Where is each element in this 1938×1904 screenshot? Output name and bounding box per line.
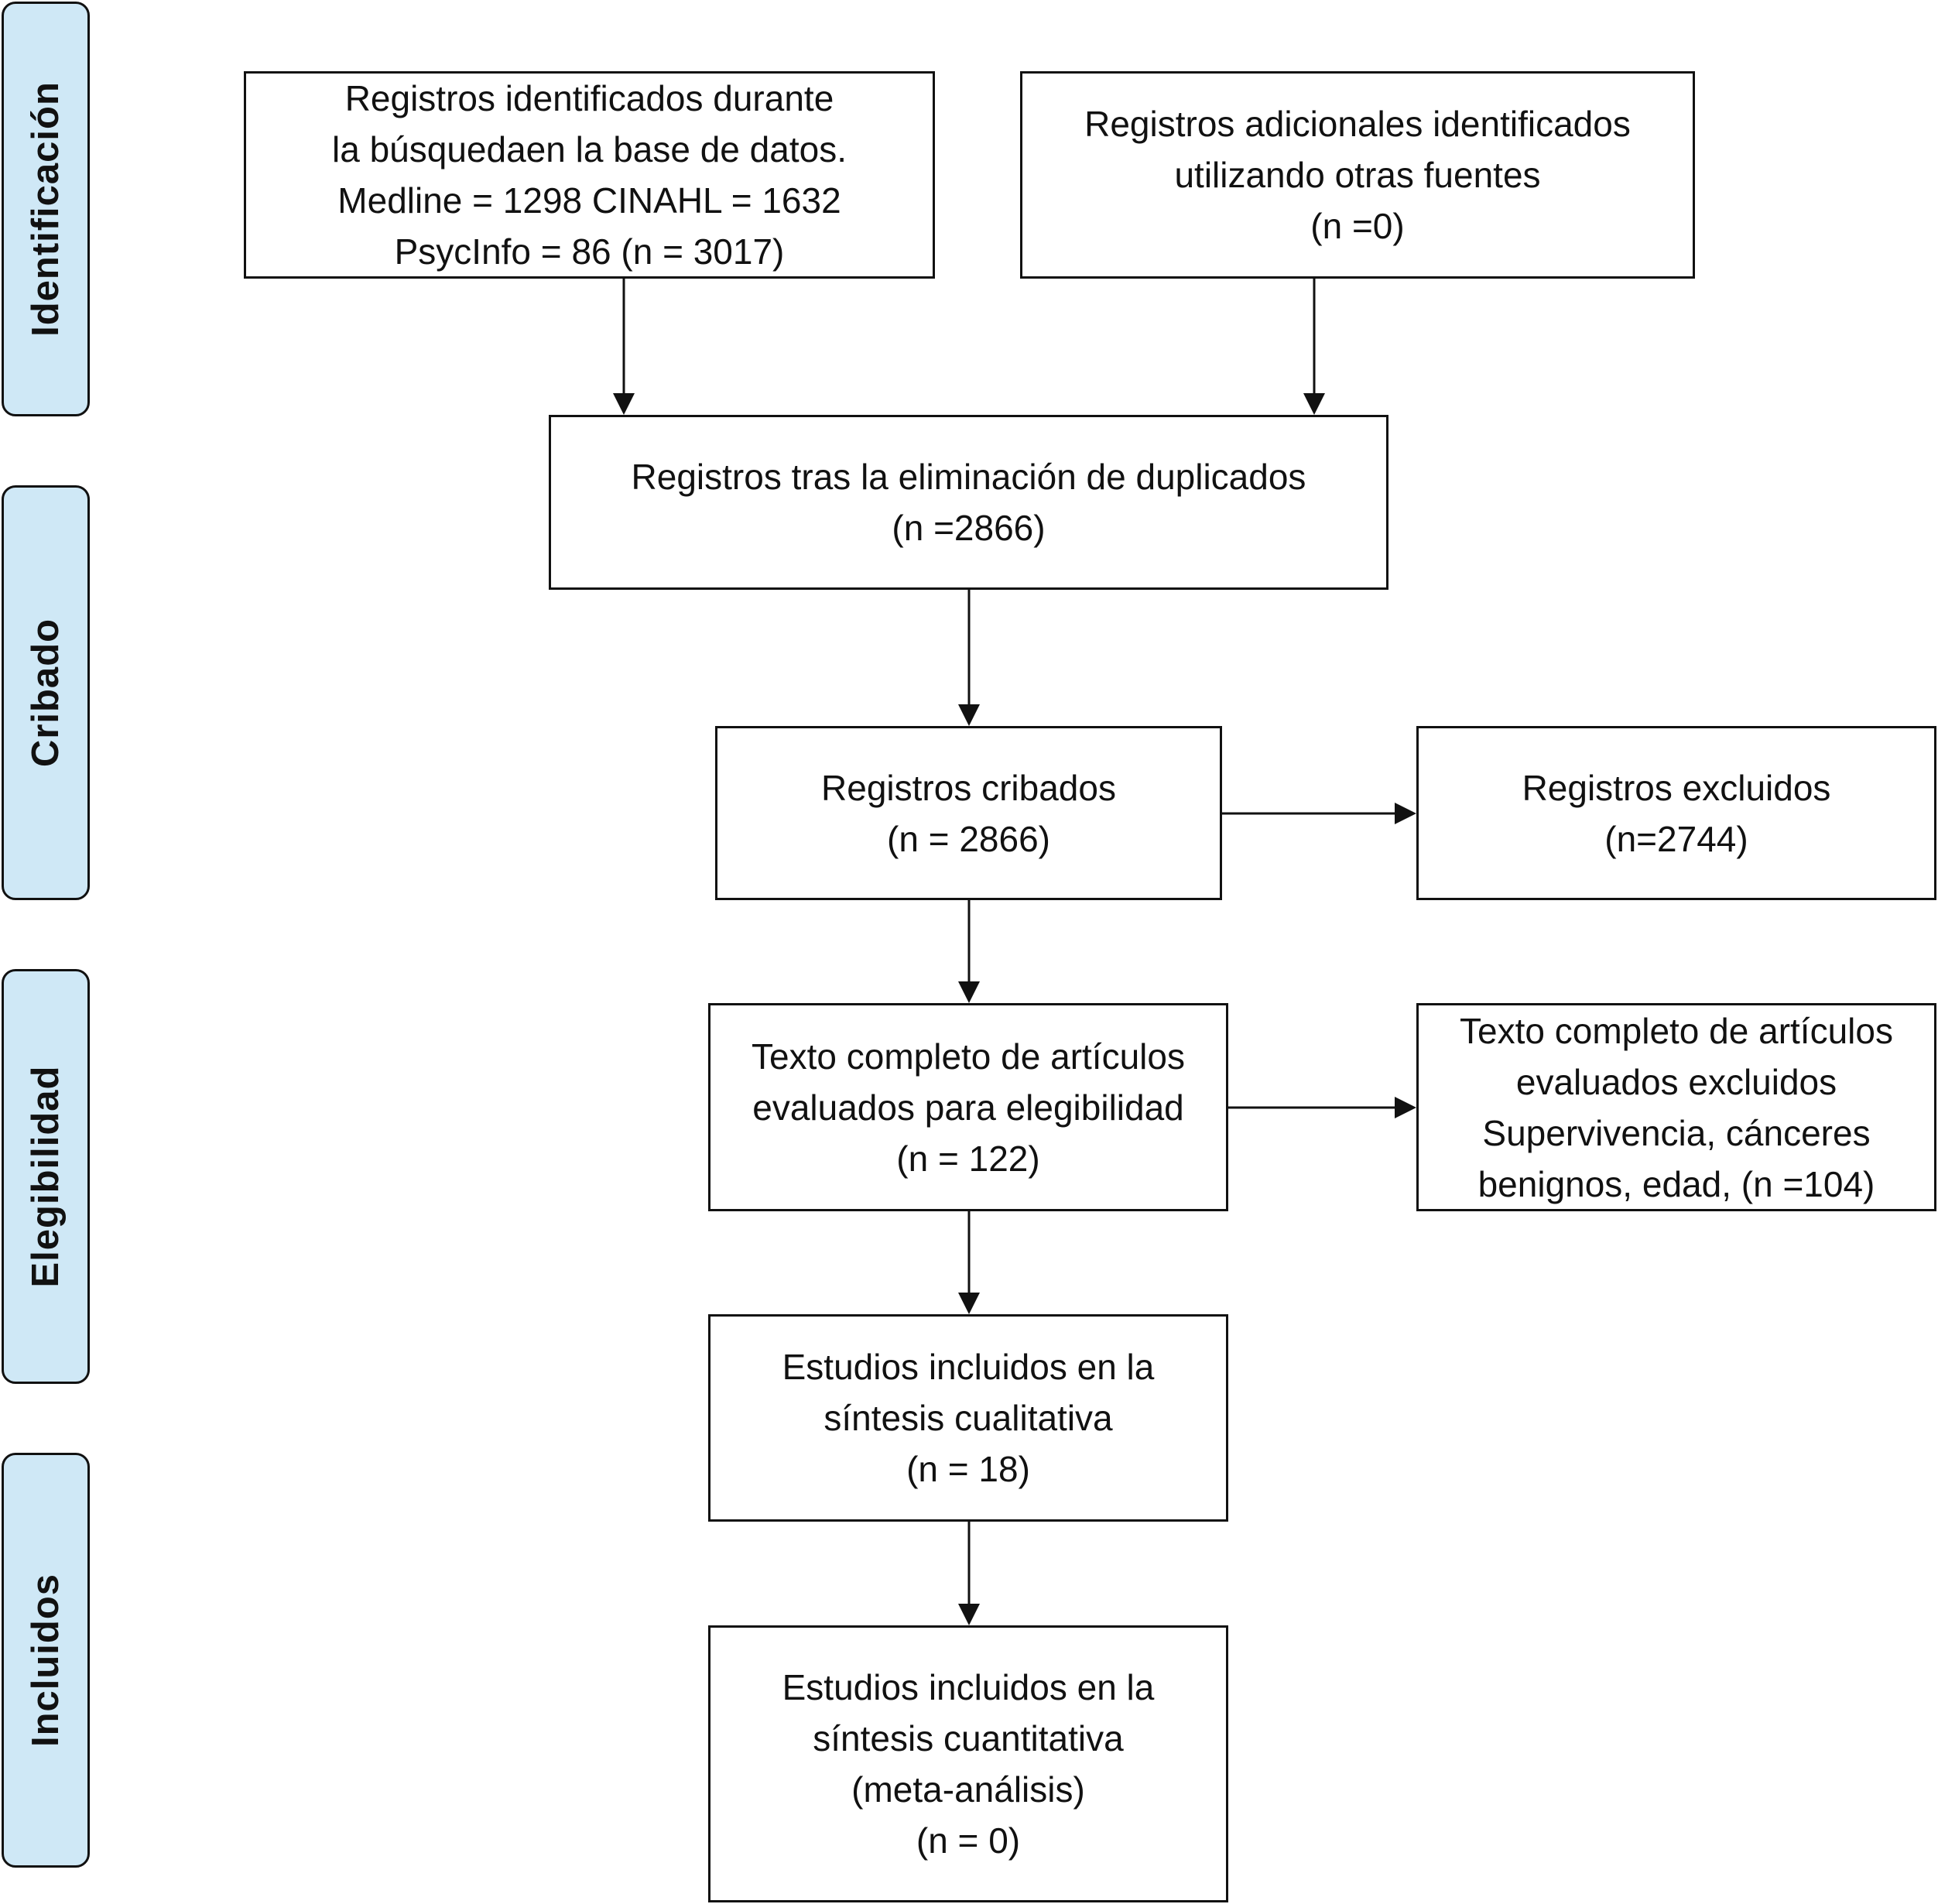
box-line: Registros excluidos [1522, 767, 1831, 808]
arrowhead-dedup-to-screened [958, 704, 980, 726]
box-screened: Registros cribados (n = 2866) [715, 726, 1222, 900]
box-line: Estudios incluidos en la [782, 1667, 1155, 1707]
box-line: síntesis cuantitativa [813, 1718, 1124, 1758]
phase-tab-incluidos: Incluidos [2, 1453, 90, 1868]
box-full-text-excluded: Texto completo de artículos evaluados ex… [1416, 1003, 1936, 1211]
box-line: (n =0) [1310, 206, 1405, 246]
box-line: Estudios incluidos en la [782, 1347, 1155, 1387]
box-qualitative: Estudios incluidos en la síntesis cualit… [708, 1314, 1228, 1522]
box-line: (n = 0) [916, 1820, 1021, 1861]
phase-tab-elegibilidad: Elegibilidad [2, 969, 90, 1384]
box-line: Texto completo de artículos [1460, 1010, 1893, 1051]
box-line: síntesis cualitativa [823, 1398, 1113, 1438]
phase-tab-identificacion: Identificación [2, 2, 90, 416]
box-database-search: Registros identificados durante la búsqu… [244, 71, 935, 279]
box-line: la búsquedaen la base de datos. [332, 129, 847, 170]
arrowhead-other-to-dedup [1303, 393, 1325, 415]
box-line: Registros tras la eliminación de duplica… [631, 457, 1306, 497]
arrowhead-qualitative-to-quantitative [958, 1604, 980, 1625]
box-line: (n =2866) [892, 508, 1046, 548]
box-line: Registros cribados [821, 767, 1116, 808]
box-line: Supervivencia, cánceres [1482, 1112, 1871, 1153]
box-line: PsycInfo = 86 (n = 3017) [394, 231, 785, 272]
box-line: Medline = 1298 CINAHL = 1632 [337, 180, 841, 221]
box-line: (n = 18) [906, 1449, 1030, 1489]
box-line: evaluados excluidos [1515, 1061, 1837, 1102]
box-line: Registros adicionales identificados [1084, 104, 1631, 144]
box-quantitative: Estudios incluidos en la síntesis cuanti… [708, 1625, 1228, 1902]
box-line: utilizando otras fuentes [1174, 155, 1541, 195]
arrowhead-fulltext-to-excluded [1395, 1097, 1416, 1118]
box-line: Registros identificados durante [344, 78, 834, 118]
box-line: (meta-análisis) [851, 1769, 1085, 1810]
box-line: (n = 2866) [887, 818, 1050, 859]
box-other-sources: Registros adicionales identificados util… [1020, 71, 1695, 279]
arrowhead-screened-to-excluded [1395, 803, 1416, 824]
box-excluded: Registros excluidos (n=2744) [1416, 726, 1936, 900]
box-after-duplicates: Registros tras la eliminación de duplica… [549, 415, 1388, 590]
arrowhead-fulltext-to-qualitative [958, 1293, 980, 1314]
box-full-text: Texto completo de artículos evaluados pa… [708, 1003, 1228, 1211]
box-line: Texto completo de artículos [752, 1036, 1185, 1077]
arrowhead-search-to-dedup [613, 393, 635, 415]
box-line: evaluados para elegibilidad [752, 1087, 1184, 1128]
box-line: (n=2744) [1604, 818, 1748, 859]
phase-tab-cribado: Cribado [2, 485, 90, 900]
box-line: (n = 122) [896, 1138, 1040, 1179]
arrowhead-screened-to-fulltext [958, 981, 980, 1003]
box-line: benignos, edad, (n =104) [1477, 1163, 1875, 1204]
